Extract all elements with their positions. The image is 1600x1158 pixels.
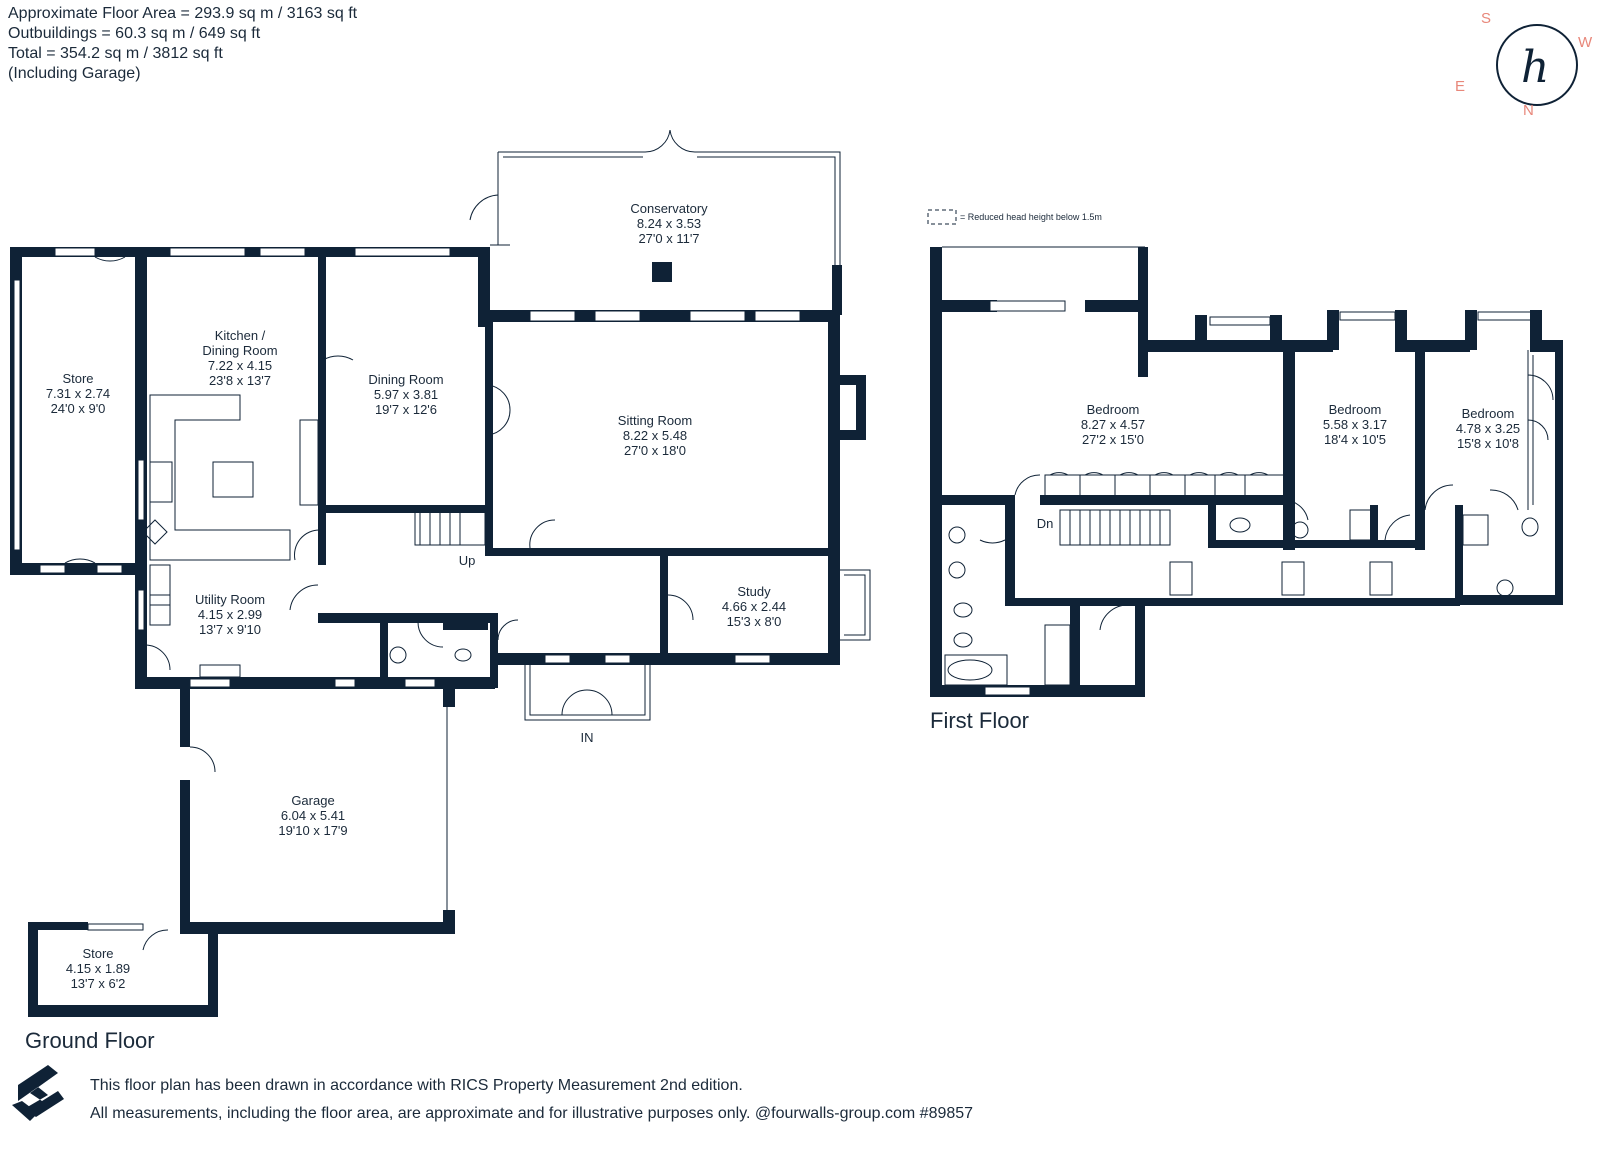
- bedroom1-name: Bedroom: [1087, 402, 1140, 417]
- bedroom3-metric: 4.78 x 3.25: [1456, 421, 1520, 436]
- bedroom2-name: Bedroom: [1329, 402, 1382, 417]
- including-garage-note: (Including Garage): [8, 65, 141, 82]
- store-bottom-metric: 4.15 x 1.89: [66, 961, 130, 976]
- utility-name: Utility Room: [195, 592, 265, 607]
- bedroom2-metric: 5.58 x 3.17: [1323, 417, 1387, 432]
- kitchen-walls: [135, 247, 495, 689]
- kitchen-imperial: 23'8 x 13'7: [209, 373, 271, 388]
- compass-south: S: [1481, 10, 1492, 27]
- first-floor-labels: Bedroom 8.27 x 4.57 27'2 x 15'0 Bedroom …: [1037, 402, 1520, 531]
- store-bottom-imperial: 13'7 x 6'2: [71, 976, 126, 991]
- total-area-text: Total = 354.2 sq m / 3812 sq ft: [8, 45, 223, 62]
- footer-rics-note: This floor plan has been drawn in accord…: [90, 1077, 743, 1094]
- footer-disclaimer: All measurements, including the floor ar…: [90, 1105, 974, 1122]
- kitchen-name-line2: Dining Room: [202, 343, 277, 358]
- compass-logo: h S W E N: [1455, 10, 1595, 120]
- bedroom1-metric: 8.27 x 4.57: [1081, 417, 1145, 432]
- conservatory-metric: 8.24 x 3.53: [637, 216, 701, 231]
- study-imperial: 15'3 x 8'0: [727, 614, 782, 629]
- logo-letter: h: [1521, 42, 1549, 93]
- garage-name: Garage: [291, 793, 334, 808]
- stairs-up-label: Up: [459, 553, 476, 568]
- study-hall-walls: [318, 555, 871, 721]
- conservatory-imperial: 27'0 x 11'7: [638, 231, 699, 246]
- sitting-metric: 8.22 x 5.48: [623, 428, 687, 443]
- garage-walls: [180, 687, 455, 934]
- store-left-walls: [10, 247, 140, 575]
- bedroom2-imperial: 18'4 x 10'5: [1324, 432, 1386, 447]
- utility-metric: 4.15 x 2.99: [198, 607, 262, 622]
- kitchen-name-line1: Kitchen /: [215, 328, 266, 343]
- bedroom1-imperial: 27'2 x 15'0: [1082, 432, 1144, 447]
- garage-imperial: 19'10 x 17'9: [278, 823, 347, 838]
- area-summary: Approximate Floor Area = 293.9 sq m / 31…: [8, 4, 357, 84]
- outbuildings-text: Outbuildings = 60.3 sq m / 649 sq ft: [8, 25, 261, 42]
- dining-conservatory-walls: [325, 129, 842, 546]
- entrance-in-label: IN: [581, 730, 594, 745]
- study-metric: 4.66 x 2.44: [722, 599, 786, 614]
- compass-west: W: [1578, 34, 1593, 51]
- ground-floor-labels: Store 7.31 x 2.74 24'0 x 9'0 Kitchen / D…: [46, 201, 786, 991]
- garage-metric: 6.04 x 5.41: [281, 808, 345, 823]
- ground-floor-plan: [10, 129, 871, 1017]
- sitting-room-walls: [485, 310, 866, 556]
- fourwalls-logo-icon: [12, 1065, 64, 1121]
- store-left-metric: 7.31 x 2.74: [46, 386, 110, 401]
- floor-area-text: Approximate Floor Area = 293.9 sq m / 31…: [8, 5, 358, 22]
- bedroom3-name: Bedroom: [1462, 406, 1515, 421]
- first-floor-title: First Floor: [930, 708, 1029, 733]
- conservatory-name: Conservatory: [630, 201, 708, 216]
- sitting-imperial: 27'0 x 18'0: [624, 443, 686, 458]
- study-name: Study: [737, 584, 771, 599]
- bedroom3-imperial: 15'8 x 10'8: [1457, 436, 1519, 451]
- first-floor-plan: [927, 209, 1563, 697]
- compass-ring-icon: h: [1496, 24, 1578, 106]
- ground-floor-title: Ground Floor: [25, 1028, 155, 1053]
- stairs-down-label: Dn: [1037, 516, 1054, 531]
- dining-metric: 5.97 x 3.81: [374, 387, 438, 402]
- utility-imperial: 13'7 x 9'10: [199, 622, 261, 637]
- reduced-height-legend: = Reduced head height below 1.5m: [960, 212, 1102, 222]
- dining-name: Dining Room: [368, 372, 443, 387]
- store-bottom-name: Store: [82, 946, 113, 961]
- store-bottom-walls: [28, 922, 218, 1017]
- store-left-name: Store: [62, 371, 93, 386]
- kitchen-metric: 7.22 x 4.15: [208, 358, 272, 373]
- compass-east: E: [1455, 78, 1466, 95]
- sitting-name: Sitting Room: [618, 413, 692, 428]
- store-left-imperial: 24'0 x 9'0: [51, 401, 106, 416]
- dining-imperial: 19'7 x 12'6: [375, 402, 437, 417]
- compass-north: N: [1523, 102, 1534, 119]
